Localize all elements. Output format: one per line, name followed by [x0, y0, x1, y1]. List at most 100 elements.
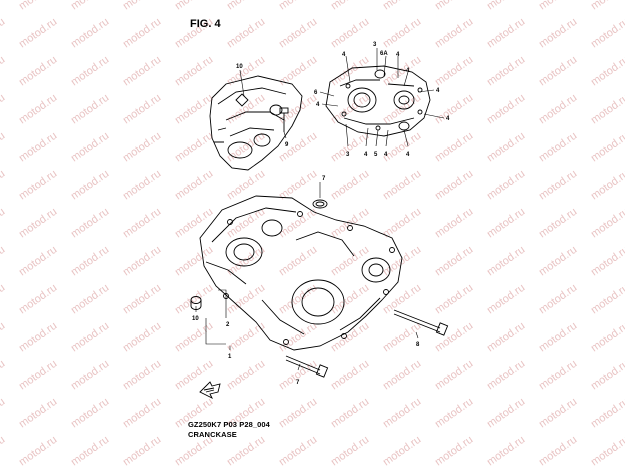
watermark-text: motod.ru — [433, 0, 475, 12]
callout-5: 5 — [374, 152, 378, 158]
watermark-text: motod.ru — [589, 244, 625, 279]
watermark-text: motod.ru — [17, 168, 59, 203]
watermark-text: motod.ru — [381, 358, 423, 393]
o-ring-7 — [312, 199, 328, 209]
watermark-text: motod.ru — [121, 168, 163, 203]
watermark-text: motod.ru — [329, 168, 371, 203]
watermark-text: motod.ru — [0, 92, 7, 127]
bolt-9 — [393, 309, 449, 336]
watermark-text: motod.ru — [0, 434, 7, 468]
callout-4-a: 4 — [342, 52, 346, 58]
watermark-text: motod.ru — [225, 0, 267, 12]
callout-4-d: 4 — [316, 102, 320, 108]
watermark-text: motod.ru — [381, 168, 423, 203]
watermark-text: motod.ru — [433, 130, 475, 165]
watermark-text: motod.ru — [485, 92, 527, 127]
callout-4-g: 4 — [364, 152, 368, 158]
watermark-text: motod.ru — [433, 434, 475, 468]
watermark-text: motod.ru — [537, 206, 579, 241]
callout-11-top: 10 — [236, 64, 243, 70]
watermark-text: motod.ru — [17, 54, 59, 89]
watermark-text: motod.ru — [225, 320, 267, 355]
watermark-text: motod.ru — [329, 396, 371, 431]
watermark-text: motod.ru — [121, 320, 163, 355]
watermark-text: motod.ru — [485, 130, 527, 165]
watermark-text: motod.ru — [329, 92, 371, 127]
watermark-text: motod.ru — [485, 244, 527, 279]
watermark-text: motod.ru — [17, 130, 59, 165]
watermark-text: motod.ru — [381, 0, 423, 12]
callout-1: 1 — [228, 354, 232, 360]
watermark-text: motod.ru — [121, 206, 163, 241]
crankcase-assembly-main — [199, 195, 403, 351]
watermark-text: motod.ru — [329, 130, 371, 165]
watermark-text: motod.ru — [433, 16, 475, 51]
watermark-text: motod.ru — [121, 434, 163, 468]
crankcase-half-small-right — [325, 65, 431, 137]
callout-6a: 6A — [380, 51, 388, 57]
watermark-text: motod.ru — [69, 92, 111, 127]
callout-8: 7 — [296, 380, 300, 386]
watermark-text: motod.ru — [173, 54, 215, 89]
watermark-text: motod.ru — [589, 206, 625, 241]
watermark-text: motod.ru — [17, 0, 59, 12]
watermark-text: motod.ru — [537, 168, 579, 203]
watermark-text: motod.ru — [69, 434, 111, 468]
watermark-text: motod.ru — [121, 282, 163, 317]
watermark-text: motod.ru — [537, 0, 579, 12]
callout-4-c: 4 — [406, 68, 410, 74]
watermark-text: motod.ru — [433, 54, 475, 89]
watermark-text: motod.ru — [121, 244, 163, 279]
watermark-text: motod.ru — [485, 434, 527, 468]
watermark-text: motod.ru — [329, 0, 371, 12]
watermark-text: motod.ru — [329, 358, 371, 393]
watermark-text: motod.ru — [17, 396, 59, 431]
watermark-text: motod.ru — [69, 244, 111, 279]
watermark-text: motod.ru — [69, 282, 111, 317]
callout-2: 2 — [226, 322, 230, 328]
watermark-text: motod.ru — [0, 54, 7, 89]
watermark-text: motod.ru — [0, 168, 7, 203]
watermark-text: motod.ru — [589, 396, 625, 431]
watermark-text: motod.ru — [433, 358, 475, 393]
watermark-text: motod.ru — [329, 54, 371, 89]
diagram-name: CRANCKASE — [188, 430, 237, 439]
watermark-text: motod.ru — [381, 244, 423, 279]
watermark-text: motod.ru — [121, 396, 163, 431]
watermark-text: motod.ru — [277, 244, 319, 279]
watermark-text: motod.ru — [173, 0, 215, 12]
leader-lines — [195, 48, 445, 371]
watermark-text: motod.ru — [537, 54, 579, 89]
watermark-text: motod.ru — [485, 358, 527, 393]
watermark-text: motod.ru — [69, 168, 111, 203]
watermark-text: motod.ru — [121, 54, 163, 89]
watermark-text: motod.ru — [537, 358, 579, 393]
callout-4-b: 4 — [396, 52, 400, 58]
watermark-text: motod.ru — [69, 54, 111, 89]
watermark-text: motod.ru — [121, 0, 163, 12]
watermark-text: motod.ru — [225, 16, 267, 51]
watermark-text: motod.ru — [329, 16, 371, 51]
watermark-text: motod.ru — [0, 396, 7, 431]
watermark-text: motod.ru — [0, 130, 7, 165]
watermark-text: motod.ru — [17, 358, 59, 393]
callout-10: 9 — [285, 142, 289, 148]
watermark-text: motod.ru — [537, 282, 579, 317]
watermark-text: motod.ru — [485, 320, 527, 355]
watermark-text: motod.ru — [121, 92, 163, 127]
figure-title: FIG. 4 — [190, 18, 221, 30]
watermark-text: motod.ru — [69, 358, 111, 393]
watermark-text: motod.ru — [589, 92, 625, 127]
watermark-text: motod.ru — [329, 320, 371, 355]
watermark-text: motod.ru — [173, 168, 215, 203]
watermark-text: motod.ru — [225, 244, 267, 279]
watermark-text: motod.ru — [329, 244, 371, 279]
callout-3-top: 3 — [373, 42, 377, 48]
watermark-text: motod.ru — [589, 0, 625, 12]
callout-4-f: 4 — [446, 116, 450, 122]
watermark-text: motod.ru — [17, 282, 59, 317]
watermark-text: motod.ru — [173, 282, 215, 317]
watermark-text: motod.ru — [69, 16, 111, 51]
